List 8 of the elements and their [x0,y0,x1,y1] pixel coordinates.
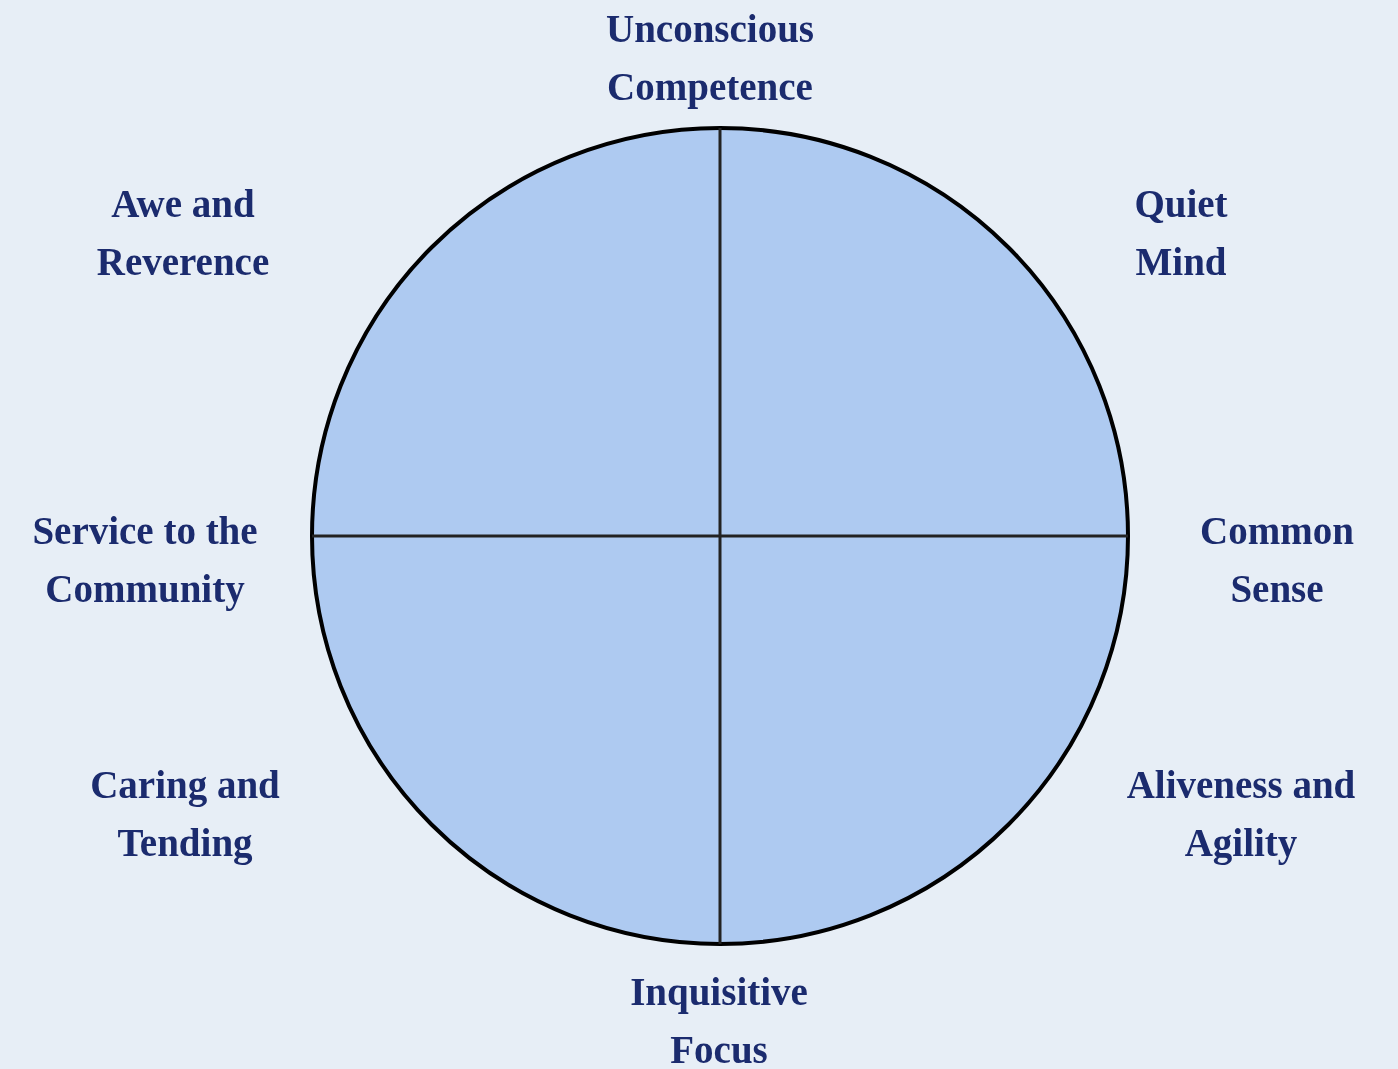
quality-label: Inquisitive Focus [629,969,809,1069]
quality-label: Common Sense [1199,508,1355,612]
quality-label: Caring and Tending [89,762,281,867]
quality-label: Service to the Community [31,508,259,613]
quality-label: Awe and Reverence [95,181,271,285]
quality-label: Aliveness and Agility [1125,762,1357,867]
quality-label: Unconscious Competence [604,6,815,111]
quality-label: Quiet Mind [1133,181,1229,285]
